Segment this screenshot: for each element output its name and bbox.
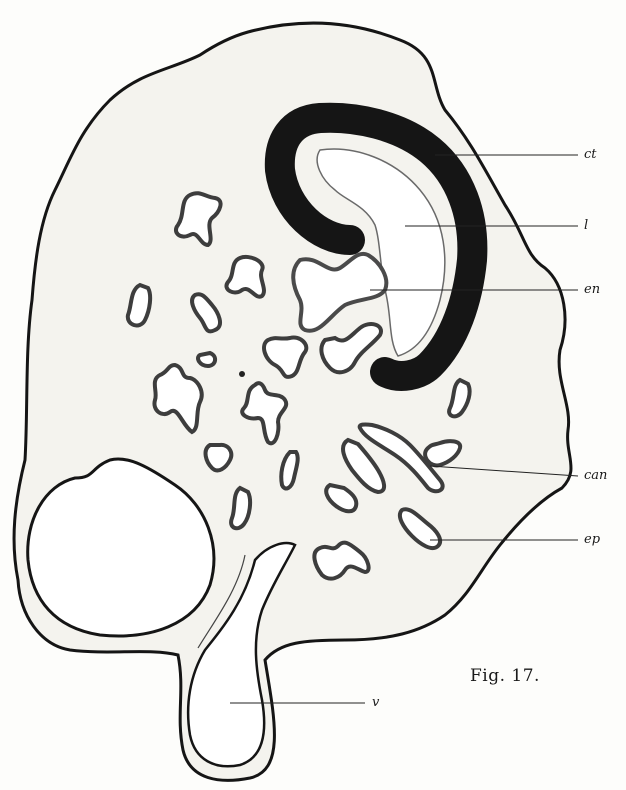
canal: [198, 353, 215, 366]
label-l: l: [584, 219, 588, 232]
label-can: can: [584, 469, 607, 482]
label-v: v: [372, 696, 379, 709]
label-ct: ct: [584, 148, 597, 161]
label-en: en: [584, 283, 600, 296]
figure-caption: Fig. 17.: [470, 666, 540, 686]
granule: [239, 371, 245, 377]
label-ep: ep: [584, 533, 600, 546]
canal: [231, 488, 250, 528]
canal: [206, 445, 232, 471]
